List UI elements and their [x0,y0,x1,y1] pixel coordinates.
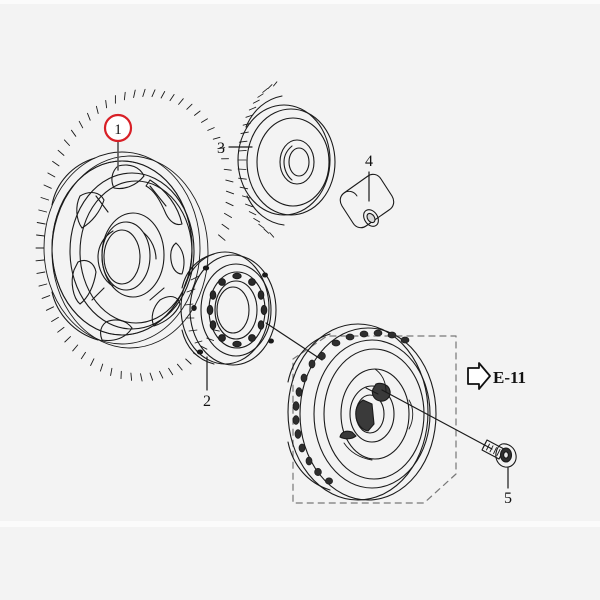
gear-3-hub-bore [288,147,310,177]
gear-1-spokes [71,164,185,342]
callout-5-label: 5 [504,490,512,507]
gear-3-hub-outer [279,139,315,185]
callout-4[interactable]: 4 [365,153,373,202]
gear-1-web-inner [79,180,193,324]
flywheel-rim-teeth [292,329,410,485]
part-5-bolt [381,389,517,468]
flywheel-inner-ring-1 [313,339,431,489]
clutch-to-flywheel-leader [265,322,323,361]
callout-2-label: 2 [203,393,211,410]
callout-3-label: 3 [217,140,225,157]
gear-1-teeth [35,88,235,382]
gear-3-teeth [237,81,278,238]
gear-1-rim-face-b [51,291,99,341]
callout-4-label: 4 [365,153,373,170]
callout-5[interactable]: 5 [504,467,512,507]
callout-1-circle[interactable] [103,113,133,143]
callout-1[interactable]: 1 [103,113,133,171]
flywheel-hub [339,385,395,443]
flywheel-inner-ring-2 [323,348,425,480]
flywheel-rim-face-top [287,333,331,383]
flywheel-webs [343,368,414,461]
top-edge-band [0,0,600,4]
bottom-edge-band [0,521,600,527]
gear-1-web-outer [69,172,195,330]
bolt-leader-line [381,389,493,450]
flywheel-assembly [287,323,437,501]
reference-e11[interactable]: E-11 [467,362,526,390]
gear-3-face-bottom [246,195,285,226]
part-4-idle-gear-shaft [339,173,395,229]
clutch-face-bottom [181,329,215,365]
part-2-one-way-clutch [180,251,277,366]
part-1-starter-driven-gear [35,88,235,382]
clutch-inner-race [214,280,258,340]
reference-e11-label: E-11 [493,368,526,387]
gear-1-rim-face-a [51,157,96,206]
gear-3-web [256,117,330,207]
callout-2[interactable]: 2 [203,356,211,410]
flywheel-group-boundary [292,335,457,504]
callout-3[interactable]: 3 [217,140,253,157]
bolt-threads [482,441,501,456]
gear-3-face-top [245,95,283,128]
clutch-outer-race [200,263,272,357]
clutch-bolt-holes [191,265,274,355]
clutch-bore [216,286,250,334]
clutch-rollers [206,272,268,348]
flywheel-rim-face-bottom [287,441,331,491]
clutch-side-hatching [184,275,203,344]
callout-1-label: 1 [114,122,122,138]
right-arrow-outline-icon [467,362,491,390]
gear-1-hub [97,212,165,298]
part-3-idle-gear [237,81,336,238]
clutch-face-top [181,253,215,289]
flywheel-web [340,368,410,460]
